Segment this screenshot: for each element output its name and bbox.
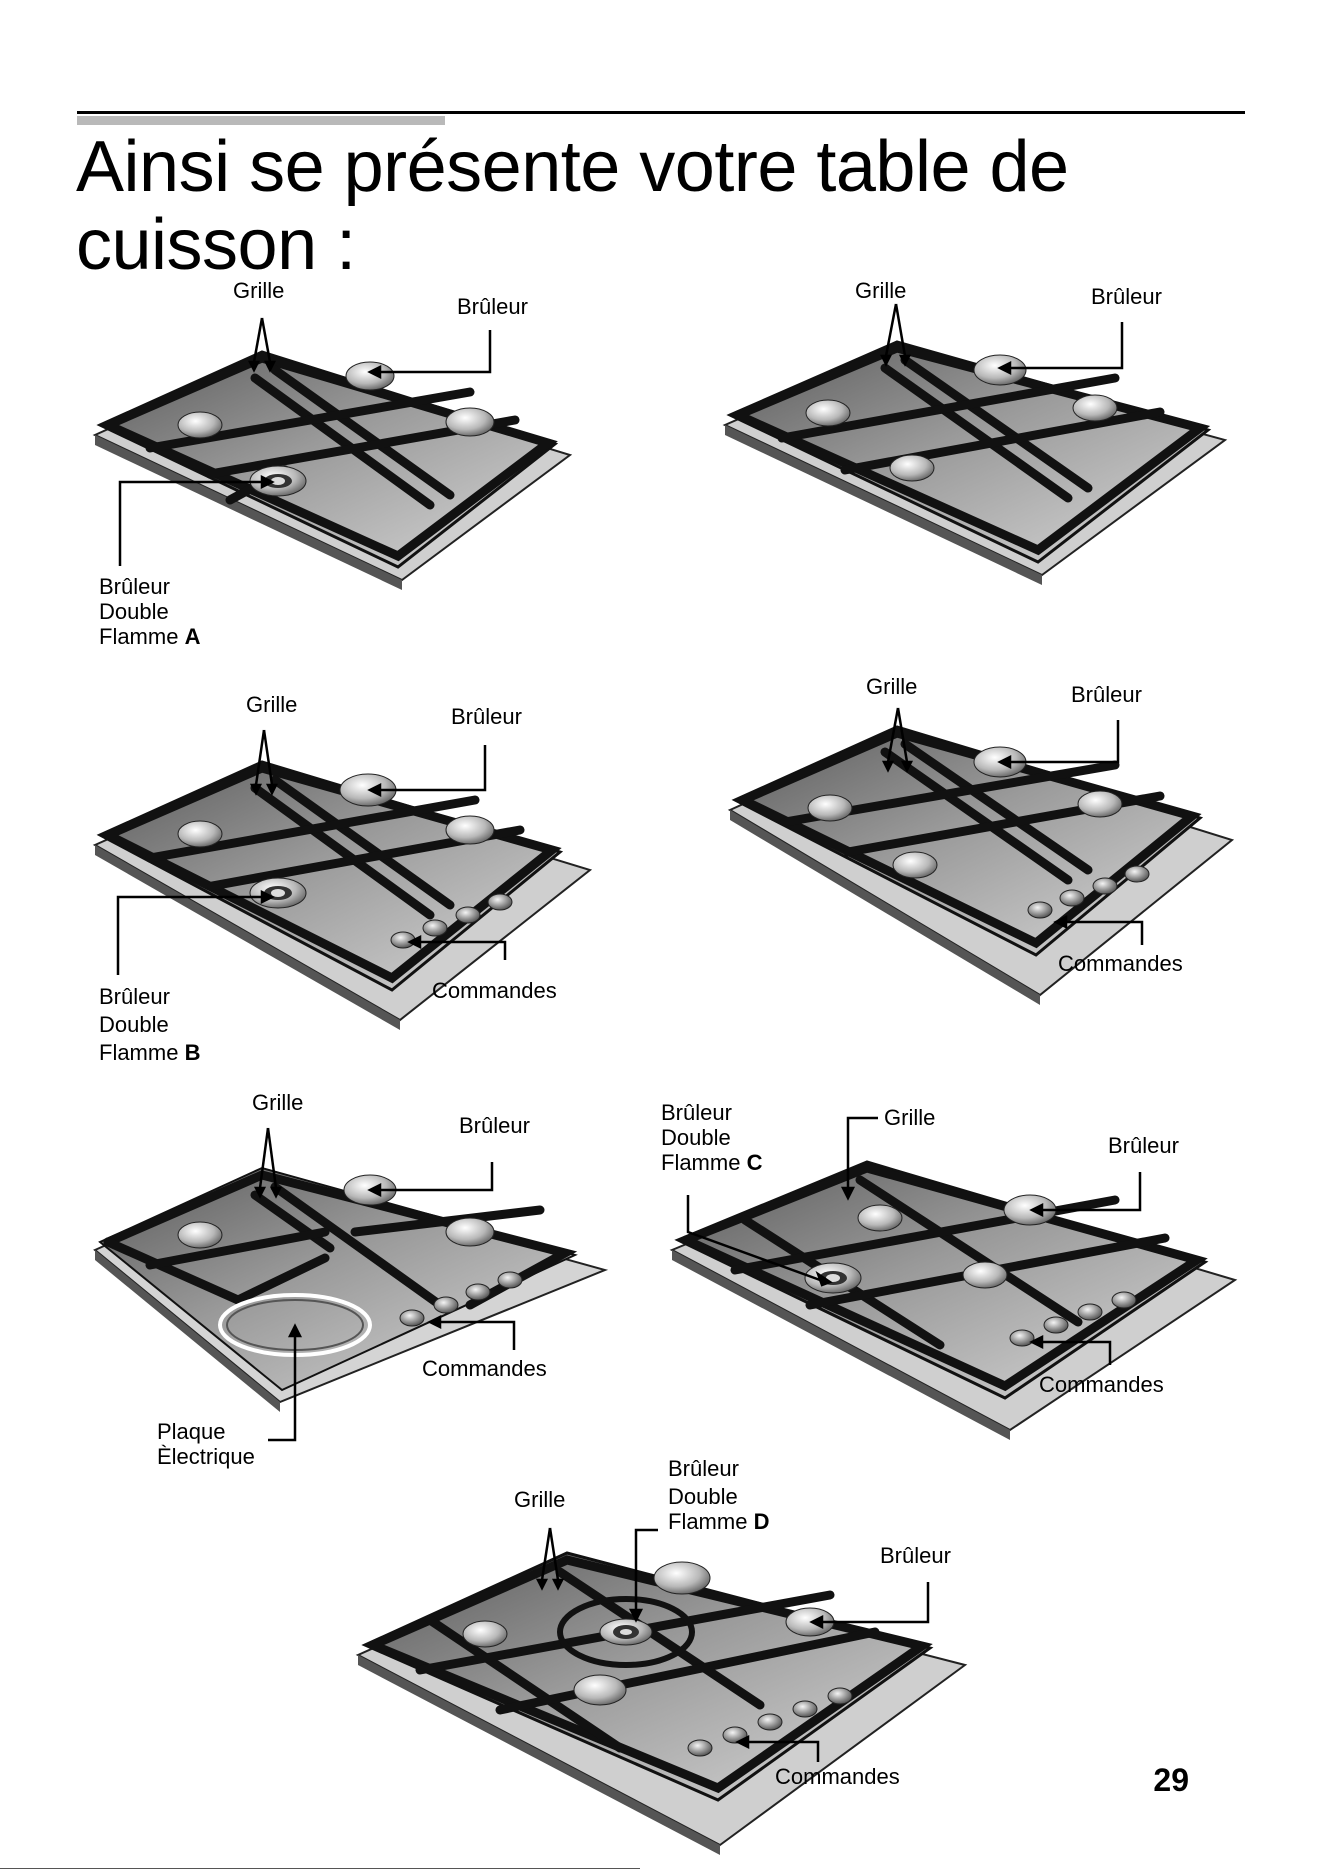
label-grille-3: Grille — [246, 692, 298, 717]
label-grille-5: Grille — [252, 1090, 304, 1115]
label-double-flamme-a: Brûleur Double Flamme A — [99, 574, 201, 649]
label-commandes-3: Commandes — [432, 978, 557, 1003]
label-bruleur-4: Brûleur — [1071, 682, 1142, 707]
label-bruleur-6: Brûleur — [1108, 1133, 1179, 1158]
label-commandes-7: Commandes — [775, 1764, 900, 1789]
label-grille-7: Grille — [514, 1487, 566, 1512]
label-double-flamme-b: Brûleur Double Flamme B — [99, 984, 201, 1065]
hob-6 — [669, 1160, 1238, 1440]
hob-3-pointers — [116, 729, 507, 975]
label-bruleur-5: Brûleur — [459, 1113, 530, 1138]
label-plaque-electrique: Plaque Èlectrique — [157, 1419, 255, 1469]
page-number: 29 — [1153, 1762, 1189, 1798]
label-double-flamme-d: Brûleur Double Flamme D — [668, 1456, 770, 1534]
label-grille-1: Grille — [233, 278, 285, 303]
hob-2 — [722, 340, 1228, 585]
label-bruleur-2: Brûleur — [1091, 284, 1162, 309]
label-grille-2: Grille — [855, 278, 907, 303]
label-commandes-5: Commandes — [422, 1356, 547, 1381]
label-double-flamme-c: Brûleur Double Flamme C — [661, 1100, 763, 1175]
hob-1 — [92, 350, 573, 590]
hob-5 — [93, 1166, 609, 1412]
header-rule — [77, 111, 1245, 114]
label-grille-6: Grille — [884, 1105, 936, 1130]
hob-2-pointers — [879, 303, 1124, 376]
label-grille-4: Grille — [866, 674, 918, 699]
hob-4-pointers — [881, 707, 1144, 945]
hob-6-pointers — [686, 1116, 1142, 1365]
page-title: Ainsi se présente votre table de cuisson… — [76, 127, 1069, 285]
label-commandes-6: Commandes — [1039, 1372, 1164, 1397]
label-commandes-4: Commandes — [1058, 951, 1183, 976]
hob-3 — [92, 760, 593, 1030]
label-bruleur-7: Brûleur — [880, 1543, 951, 1568]
hob-7 — [355, 1551, 968, 1855]
label-bruleur-1: Brûleur — [457, 294, 528, 319]
hob-1-pointers — [118, 317, 492, 566]
hob-4 — [727, 725, 1235, 1005]
label-bruleur-3: Brûleur — [451, 704, 522, 729]
footer-rule — [0, 1868, 640, 1869]
hob-5-pointers — [253, 1127, 516, 1442]
header-accent-bar — [77, 116, 445, 125]
hob-7-pointers — [535, 1527, 930, 1762]
